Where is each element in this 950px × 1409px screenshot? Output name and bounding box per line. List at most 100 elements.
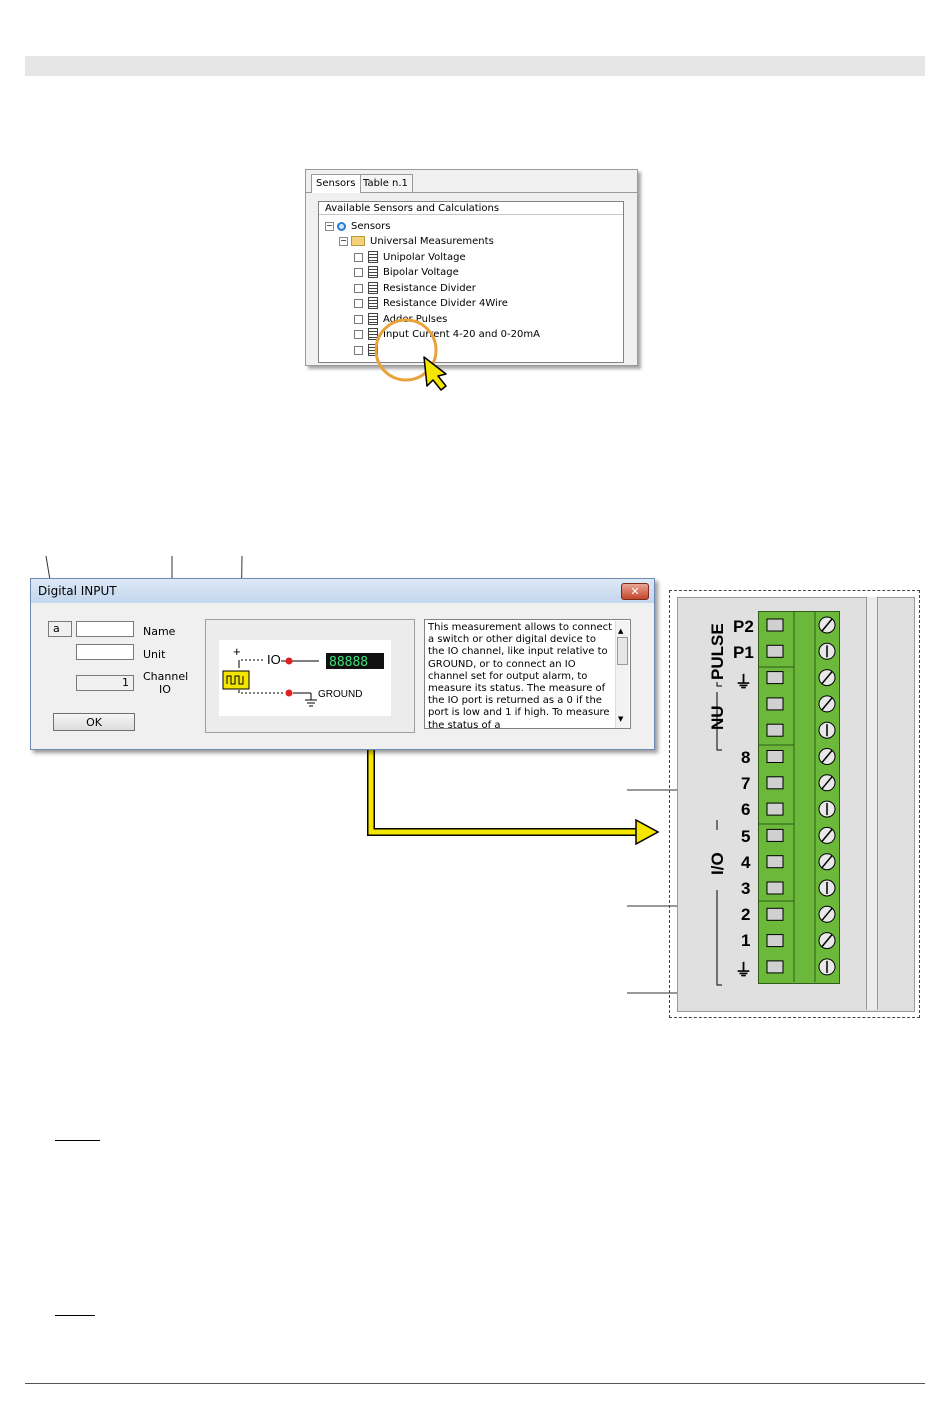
scroll-thumb[interactable] [617, 637, 628, 665]
pin-label: 1 [741, 931, 751, 950]
digital-display [326, 653, 384, 669]
description-scrollbar[interactable]: ▲ ▼ [615, 621, 629, 728]
ground-terminal-dot [285, 689, 293, 697]
document-icon [368, 297, 378, 309]
dialog-titlebar[interactable]: Digital INPUT ✕ [31, 579, 654, 603]
document-icon [368, 328, 378, 340]
checkbox[interactable] [354, 314, 363, 324]
group-label-io: I/O [708, 852, 727, 875]
name-input[interactable] [76, 621, 134, 637]
pin-label-ground: ⏚ [735, 961, 752, 980]
checkbox[interactable] [354, 298, 363, 308]
terminal-pin [766, 748, 836, 765]
digital-input-dialog: Digital INPUT ✕ a Name Unit 1 Channel IO… [30, 578, 655, 750]
wire-slot [766, 644, 784, 658]
wire-slot [766, 776, 784, 790]
tree-item[interactable]: Input Current 4-20 and 0-20mA [354, 328, 542, 342]
wire-slot [766, 881, 784, 895]
group-brackets [716, 682, 722, 986]
pin-label: P2 [733, 617, 754, 636]
document-icon [368, 251, 378, 263]
dialog-title: Digital INPUT [38, 584, 117, 598]
close-button[interactable]: ✕ [621, 583, 649, 600]
wire-slot [766, 802, 784, 816]
scroll-up-icon[interactable]: ▲ [618, 627, 624, 635]
wire-slot [766, 750, 784, 763]
sensor-tree[interactable]: Available Sensors and Calculations −Sens… [318, 201, 624, 363]
terminal-pin [766, 800, 836, 818]
terminal-outline [669, 590, 920, 1018]
terminal-pin [766, 905, 836, 923]
group-label-pulse: PULSE [708, 623, 727, 680]
tree-item[interactable]: Resistance Divider 4Wire [354, 297, 510, 311]
scroll-down-icon[interactable]: ▼ [618, 714, 624, 723]
wire-slot [766, 723, 784, 737]
underline-mark [55, 1315, 95, 1316]
wire-slot [766, 697, 784, 711]
pin-label: 3 [741, 879, 751, 898]
wire-slot [766, 960, 784, 974]
terminal-pin [766, 774, 836, 792]
wire-slot [766, 671, 784, 685]
wiring-diagram: + IO 88888 GROUND [222, 644, 384, 707]
tree-item[interactable]: Unipolar Voltage [354, 251, 468, 265]
terminal-pin [766, 879, 836, 897]
document-icon [368, 282, 378, 294]
highlight-circle [374, 318, 438, 382]
pin-label: 6 [741, 800, 751, 819]
collapse-icon[interactable]: − [339, 235, 348, 246]
checkbox[interactable] [354, 329, 363, 339]
device-rail [866, 597, 878, 1010]
checkbox[interactable] [354, 283, 363, 293]
header-band [25, 56, 925, 76]
terminal-pin [766, 958, 836, 976]
pin-label: 4 [741, 853, 751, 872]
tab-table[interactable]: Table n.1 [358, 174, 413, 192]
sensors-panel: Sensors Table n.1 Available Sensors and … [305, 169, 638, 366]
tree-item[interactable]: Resistance Divider [354, 282, 478, 296]
terminal-pin [766, 826, 836, 844]
terminal-pin [766, 695, 836, 713]
tree-item[interactable]: Bipolar Voltage [354, 266, 461, 280]
pin-label: P1 [733, 643, 754, 662]
terminal-pin [766, 616, 836, 634]
wire-slot [766, 907, 784, 921]
tree-node-root[interactable]: −Sensors [325, 220, 391, 232]
tree-item[interactable]: Adder Pulses [354, 313, 449, 327]
tab-sensors[interactable]: Sensors [311, 174, 361, 193]
checkbox[interactable] [354, 252, 363, 262]
ok-button[interactable]: OK [53, 713, 135, 731]
terminal-pin [766, 932, 836, 950]
unit-input[interactable] [76, 644, 134, 660]
terminal-pins [758, 611, 836, 982]
document-icon [368, 266, 378, 278]
description-text[interactable]: This measurement allows to connect a swi… [424, 619, 631, 729]
wire-slot [766, 618, 784, 632]
wire-slot [766, 934, 784, 948]
arrow-head-icon [635, 818, 660, 846]
collapse-icon[interactable]: − [325, 220, 334, 231]
terminal-pin [766, 669, 836, 687]
tree-header: Available Sensors and Calculations [319, 202, 623, 215]
channel-label: Channel [143, 670, 189, 683]
pin-label: 2 [741, 905, 751, 924]
checkbox[interactable] [354, 267, 363, 277]
callout-overlay [374, 318, 447, 391]
close-icon: ✕ [630, 585, 640, 598]
channel-sublabel: IO [159, 683, 171, 696]
io-label: IO [267, 652, 281, 667]
io-terminal-dot [285, 657, 293, 665]
cursor-arrow-icon [423, 356, 447, 391]
footer-rule [25, 1383, 925, 1384]
wiring-preview: + IO 88888 GROUND [219, 640, 391, 716]
pin-label: 7 [741, 774, 751, 793]
checkbox[interactable] [354, 345, 363, 355]
unit-label: Unit [143, 648, 166, 661]
group-label-nu: NU [708, 705, 727, 730]
channel-field[interactable]: 1 [76, 675, 134, 691]
tree-node-group[interactable]: −Universal Measurements [339, 235, 494, 247]
pin-label-ground: ⏚ [735, 673, 752, 692]
svg-text:88888: 88888 [329, 655, 368, 670]
terminal-pin [766, 853, 836, 871]
ground-label: GROUND [318, 689, 362, 700]
